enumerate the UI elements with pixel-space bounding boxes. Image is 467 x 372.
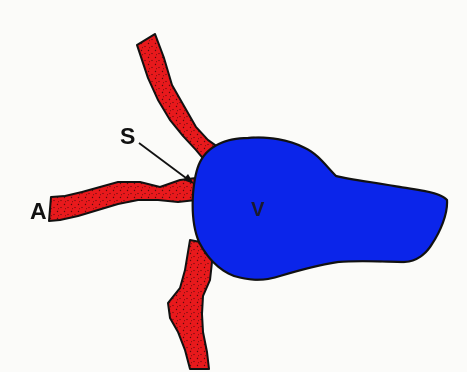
pointer-arrow [139,143,190,181]
label-s: S [120,123,135,149]
blue-mass [193,137,447,279]
left-vessel [49,178,196,221]
label-v: V [251,199,265,221]
label-a: A [30,198,47,224]
upper-vessel [137,34,222,162]
lower-vessel [168,240,212,369]
